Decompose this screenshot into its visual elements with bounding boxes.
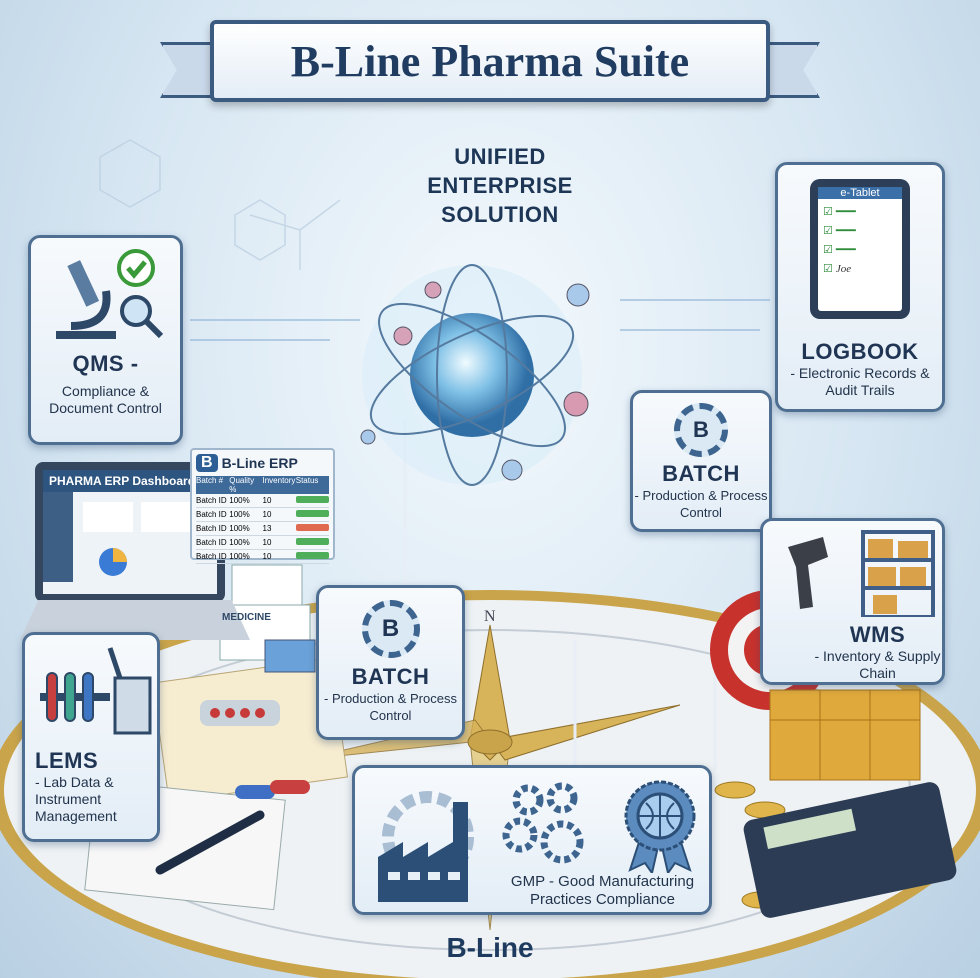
gmp-desc: GMP - Good Manufacturing Practices Compl… [510, 873, 695, 908]
logbook-desc: - Electronic Records & Audit Trails [790, 365, 930, 398]
compass-north-label: N [484, 608, 496, 625]
lab-instruments-icon [40, 647, 152, 735]
subtitle: UNIFIED ENTERPRISE SOLUTION [427, 144, 573, 227]
status-badge [295, 552, 329, 559]
gears-icon [502, 782, 584, 864]
lems-title: LEMS [35, 748, 99, 773]
erp-cell: Batch ID [196, 538, 227, 547]
medicine-label: MEDICINE [222, 612, 271, 623]
globe-award-icon [624, 780, 696, 873]
batch-center-desc: - Production & Process Control [324, 691, 457, 723]
status-badge [295, 524, 329, 531]
erp-cell: 100% [229, 496, 250, 505]
gear-b-icon: B [674, 403, 728, 457]
erp-header: Quality % [229, 476, 255, 494]
logbook-card[interactable]: e-Tablet ☑ ━━━☑ ━━━☑ ━━━☑ Joe LOGBOOK - … [775, 162, 945, 412]
erp-cell: Batch ID [196, 510, 227, 519]
dashboard-charts [43, 492, 191, 582]
logbook-title: LOGBOOK [801, 339, 919, 364]
footer-brand: B-Line [446, 932, 534, 963]
erp-cell: 10 [262, 496, 272, 505]
batch-card-right[interactable]: B BATCH - Production & Process Control [630, 390, 772, 532]
erp-header: Batch # [196, 476, 224, 485]
status-badge [295, 496, 329, 503]
batch-right-desc: - Production & Process Control [634, 488, 768, 520]
erp-title: B-Line ERP [221, 455, 298, 471]
title-banner: B-Line Pharma Suite [210, 20, 770, 102]
erp-cell: 10 [262, 510, 272, 519]
erp-cell: 13 [262, 524, 272, 533]
erp-cell: Batch ID [196, 496, 227, 505]
tablet-label: e-Tablet [818, 187, 902, 199]
lems-card[interactable]: LEMS - Lab Data & Instrument Management [22, 632, 160, 842]
erp-header: Inventory [262, 476, 296, 485]
erp-cell: Batch ID [196, 552, 227, 561]
tablet-icon: e-Tablet ☑ ━━━☑ ━━━☑ ━━━☑ Joe [810, 179, 910, 319]
qms-title: QMS - [72, 351, 139, 376]
erp-cell: Batch ID [196, 524, 227, 533]
wms-desc: - Inventory & Supply Chain [814, 648, 941, 681]
erp-header: Status [295, 476, 319, 485]
signature: Joe [835, 263, 852, 275]
scanner-shelf-icon [787, 530, 935, 619]
status-badge [295, 510, 329, 517]
wms-title: WMS [849, 622, 906, 647]
page-title: B-Line Pharma Suite [290, 36, 690, 86]
microscope-check-icon [55, 249, 163, 339]
batch-right-title: BATCH [662, 461, 740, 486]
factory-icon [378, 791, 474, 902]
erp-cell: 10 [262, 538, 272, 547]
qms-card[interactable]: QMS - Compliance & Document Control [28, 235, 183, 445]
erp-cell: 100% [229, 510, 250, 519]
batch-card-center[interactable]: B BATCH - Production & Process Control [316, 585, 465, 740]
batch-center-title: BATCH [351, 664, 430, 689]
gmp-card[interactable]: GMP - Good Manufacturing Practices Compl… [352, 765, 712, 915]
erp-cell: 100% [229, 524, 250, 533]
dashboard-title: PHARMA ERP Dashboard [43, 470, 217, 492]
erp-cell: 100% [229, 538, 250, 547]
gear-b-icon: B [361, 600, 420, 658]
erp-cell: 100% [229, 552, 250, 561]
erp-logo: B [196, 454, 218, 472]
wms-card[interactable]: WMS - Inventory & Supply Chain [760, 518, 945, 685]
erp-cell: 10 [262, 552, 272, 561]
qms-desc: Compliance & Document Control [49, 383, 162, 416]
status-badge [295, 538, 329, 545]
lems-desc: - Lab Data & Instrument Management [35, 774, 117, 824]
